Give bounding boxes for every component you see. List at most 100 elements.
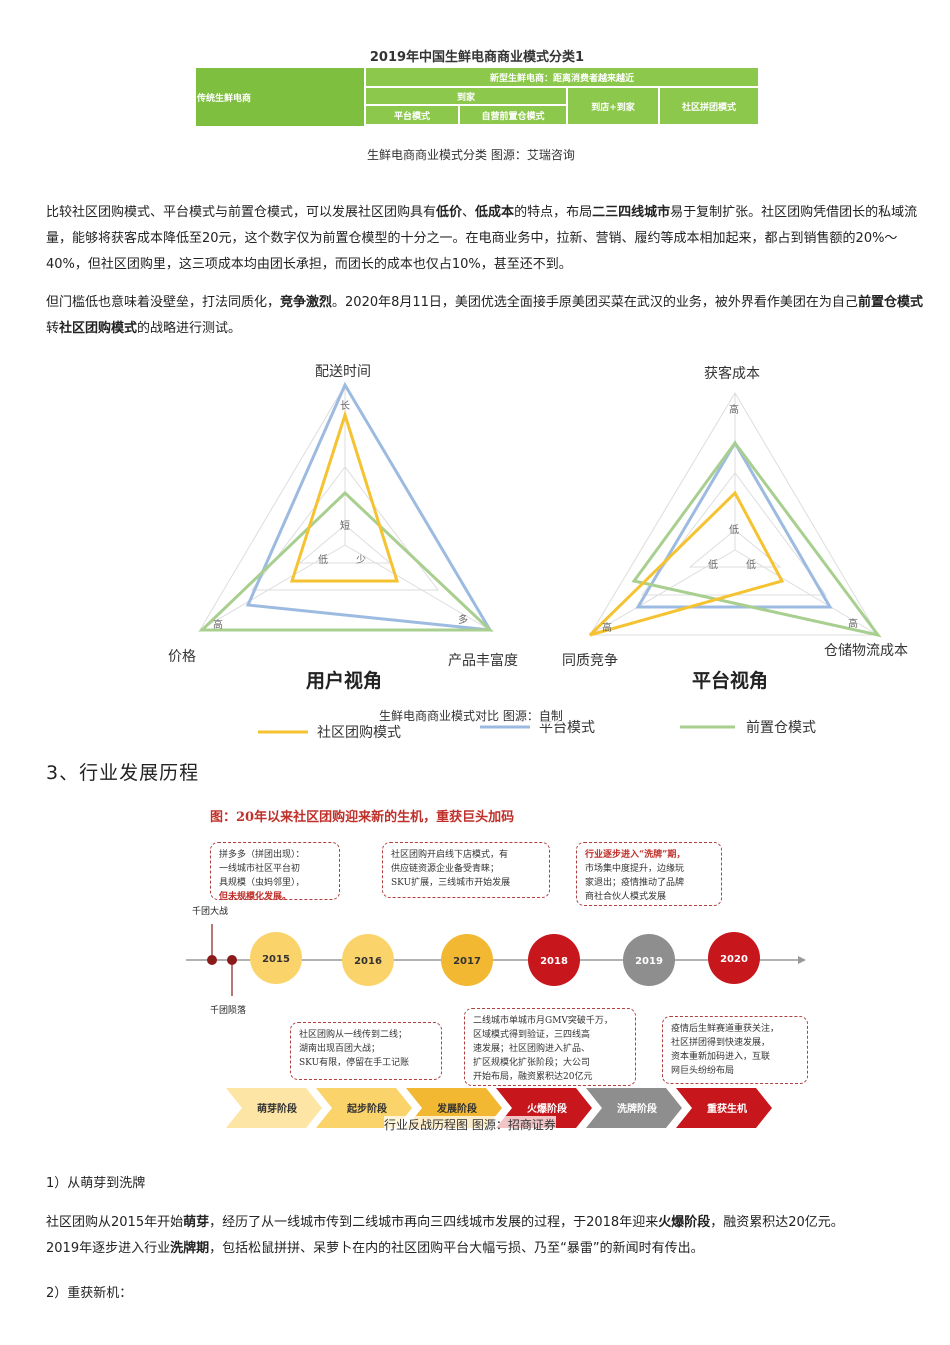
timeline-title: 图：20年以来社区团购迎来新的生机，重获巨头加码: [210, 810, 515, 825]
tick2-right-high: 高: [848, 617, 858, 630]
box-line-highlight: 行业逐步进入“洗牌”期，: [585, 850, 686, 860]
radar-legend: 社区团购模式 平台模式 前置仓模式: [258, 719, 816, 741]
daojia-label: 到家: [456, 92, 475, 103]
box-line: SKU有限，停留在手工记账: [299, 1058, 410, 1068]
box-2017: 社区团购开启线下店模式，有 供应链资源企业备受青睐； SKU扩展，三线城市开始发…: [382, 842, 550, 898]
year-2016-circle: [342, 934, 394, 986]
bold-text: 洗牌期: [170, 1241, 210, 1256]
year-2015: 2015: [262, 954, 290, 965]
text: 2019年逐步进入行业: [46, 1241, 171, 1256]
community-group-cell: 社区拼团模式: [660, 88, 758, 124]
bold-text: 竞争激烈: [280, 295, 333, 310]
box-line: 家退出；疫情推动了品牌: [585, 878, 685, 888]
axis-acquisition-cost: 获客成本: [704, 365, 760, 382]
box-2016: 社区团购从一线传到二线； 湖南出现百团大战； SKU有限，停留在手工记账: [290, 1022, 442, 1080]
year-2015-circle: [250, 932, 302, 984]
paragraph-2: 但门槛低也意味着没壁垒，打法同质化，竞争激烈。2020年8月11日，美团优选全面…: [46, 290, 926, 342]
dot-qiantuan-fall: [227, 955, 237, 965]
bold-text: 二三四线城市: [592, 205, 671, 220]
bold-text: 火爆阶段: [658, 1215, 711, 1230]
year-2016: 2016: [354, 956, 382, 967]
stage-revival: 重获生机: [707, 1102, 747, 1115]
platform-view-title: 平台视角: [692, 669, 768, 692]
new-type-label: 新型生鲜电商：距离消费者越来越近: [489, 73, 634, 84]
bold-text: 萌芽: [183, 1215, 210, 1230]
box-line: 网巨头纷纷布局: [671, 1066, 735, 1076]
box-line: SKU扩展，三线城市开始发展: [391, 878, 511, 888]
text: ，经历了从一线城市传到二线城市再向三四线城市发展的过程，于2018年迎来: [209, 1215, 659, 1230]
box-line: 一线城市社区平台初: [219, 864, 301, 874]
text: 比较社区团购模式、平台模式与前置仓模式，可以发展社区团购具有: [46, 205, 437, 220]
stage-sprout: 萌芽阶段: [257, 1102, 297, 1115]
box-line: 社区团购开启线下店模式，有: [391, 850, 509, 860]
label-qiantuan: 千团大战: [192, 907, 229, 917]
tick-top-low: 短: [340, 519, 350, 532]
new-type-cell: 新型生鲜电商：距离消费者越来越近: [366, 68, 758, 86]
front-warehouse-cell: 自营前置仓模式: [460, 106, 566, 124]
axis-delivery-time: 配送时间: [315, 364, 371, 380]
box-line: 资本重新加码进入，互联: [671, 1052, 771, 1062]
text: 的特点，布局: [514, 205, 593, 220]
tick2-left-low: 低: [708, 558, 718, 571]
traditional-cell: 传统生鲜电商: [196, 68, 252, 126]
box-line: 具规模（虫妈邻里），: [219, 878, 305, 888]
text: 转: [46, 321, 60, 336]
caption-timeline: 行业反战历程图 图源：招商证券: [384, 1116, 556, 1133]
box-line: 速发展；社区团购进入扩品、: [473, 1044, 591, 1054]
bold-text: 低成本: [475, 205, 515, 220]
front-warehouse-label: 自营前置仓模式: [481, 111, 545, 122]
text: ，融资累积达20亿元。: [710, 1215, 844, 1230]
year-2019: 2019: [635, 956, 663, 967]
year-2018-circle: [528, 934, 580, 986]
series-community-2: [588, 490, 785, 637]
series-front-warehouse: [198, 490, 494, 632]
box-line: 商社合伙人模式发展: [585, 892, 667, 902]
bold-text: 低价: [436, 205, 463, 220]
tick-left-low: 低: [318, 553, 328, 566]
subheading-1: 1）从萌芽到洗牌: [46, 1176, 146, 1191]
axis-logistics-cost: 仓储物流成本: [824, 643, 908, 659]
box-2019: 行业逐步进入“洗牌”期， 市场集中度提升，边缘玩 家退出；疫情推动了品牌 商社合…: [576, 842, 722, 906]
bold-text: 社区团购模式: [59, 321, 138, 336]
year-2020-circle: [708, 932, 760, 984]
legend-community: 社区团购模式: [317, 725, 401, 741]
stage-reshuffle: 洗牌阶段: [617, 1102, 657, 1115]
axis-price: 价格: [168, 649, 196, 665]
platform-radar: 高 低 低 高 低 高 获客成本 同质竞争 仓储物流成本 平台视角: [562, 365, 908, 692]
stage-develop: 发展阶段: [436, 1102, 477, 1115]
user-radar: 长 短 低 高 少 多 配送时间 价格 产品丰富度 用户视角: [168, 364, 518, 692]
year-2020: 2020: [720, 954, 748, 965]
box-line: 拼多多（拼团出现）：: [219, 850, 305, 860]
table-title: 2019年中国生鲜电商商业模式分类1: [369, 50, 585, 65]
box-line: 二线城市单城市月GMV突破千万，: [473, 1016, 613, 1026]
box-line: 社区拼团得到快速发展，: [671, 1038, 771, 1048]
text: 、: [462, 205, 476, 220]
tick-left-high: 高: [213, 618, 223, 631]
series-platform: [245, 381, 493, 632]
series-community: [289, 410, 400, 583]
user-view-title: 用户视角: [306, 669, 382, 692]
year-2019-circle: [623, 934, 675, 986]
store-home-cell: 到店+到家: [568, 88, 658, 124]
business-model-table: 2019年中国生鲜电商商业模式分类1 传统生鲜电商 新型生鲜电商：距离消费者越来…: [196, 44, 758, 128]
box-line: 供应链资源企业备受青睐；: [391, 864, 500, 874]
store-home-label: 到店+到家: [591, 102, 635, 113]
section-heading-3: 3、行业发展历程: [46, 762, 200, 784]
box-line-highlight: 但未规模化发展。: [219, 892, 292, 902]
timeline-axis: 2015 2016 2017 2018 2019 2020: [186, 924, 806, 996]
tick2-right-low: 低: [746, 558, 756, 571]
axis-homogeneous-competition: 同质竞争: [562, 652, 618, 669]
text: ，包括松鼠拼拼、呆萝卜在内的社区团购平台大幅亏损、乃至“暴雷”的新闻时有传出。: [209, 1241, 704, 1256]
label-qiantuan-fall: 千团陨落: [210, 1006, 247, 1016]
year-2017-circle: [441, 934, 493, 986]
legend-front-warehouse: 前置仓模式: [746, 719, 816, 736]
platform-label: 平台模式: [393, 111, 430, 122]
platform-cell: 平台模式: [366, 106, 458, 124]
axis-product-richness: 产品丰富度: [448, 652, 518, 669]
tick2-top-high: 高: [729, 403, 739, 416]
tick-right-low: 少: [356, 554, 366, 566]
caption-table: 生鲜电商商业模式分类 图源：艾瑞咨询: [367, 148, 575, 162]
paragraph-3: 社区团购从2015年开始萌芽，经历了从一线城市传到二线城市再向三四线城市发展的过…: [46, 1210, 926, 1262]
community-group-label: 社区拼团模式: [681, 102, 736, 113]
radar-comparison-figure: 长 短 低 高 少 多 配送时间 价格 产品丰富度 用户视角 高 低 低 高 低…: [168, 364, 908, 741]
